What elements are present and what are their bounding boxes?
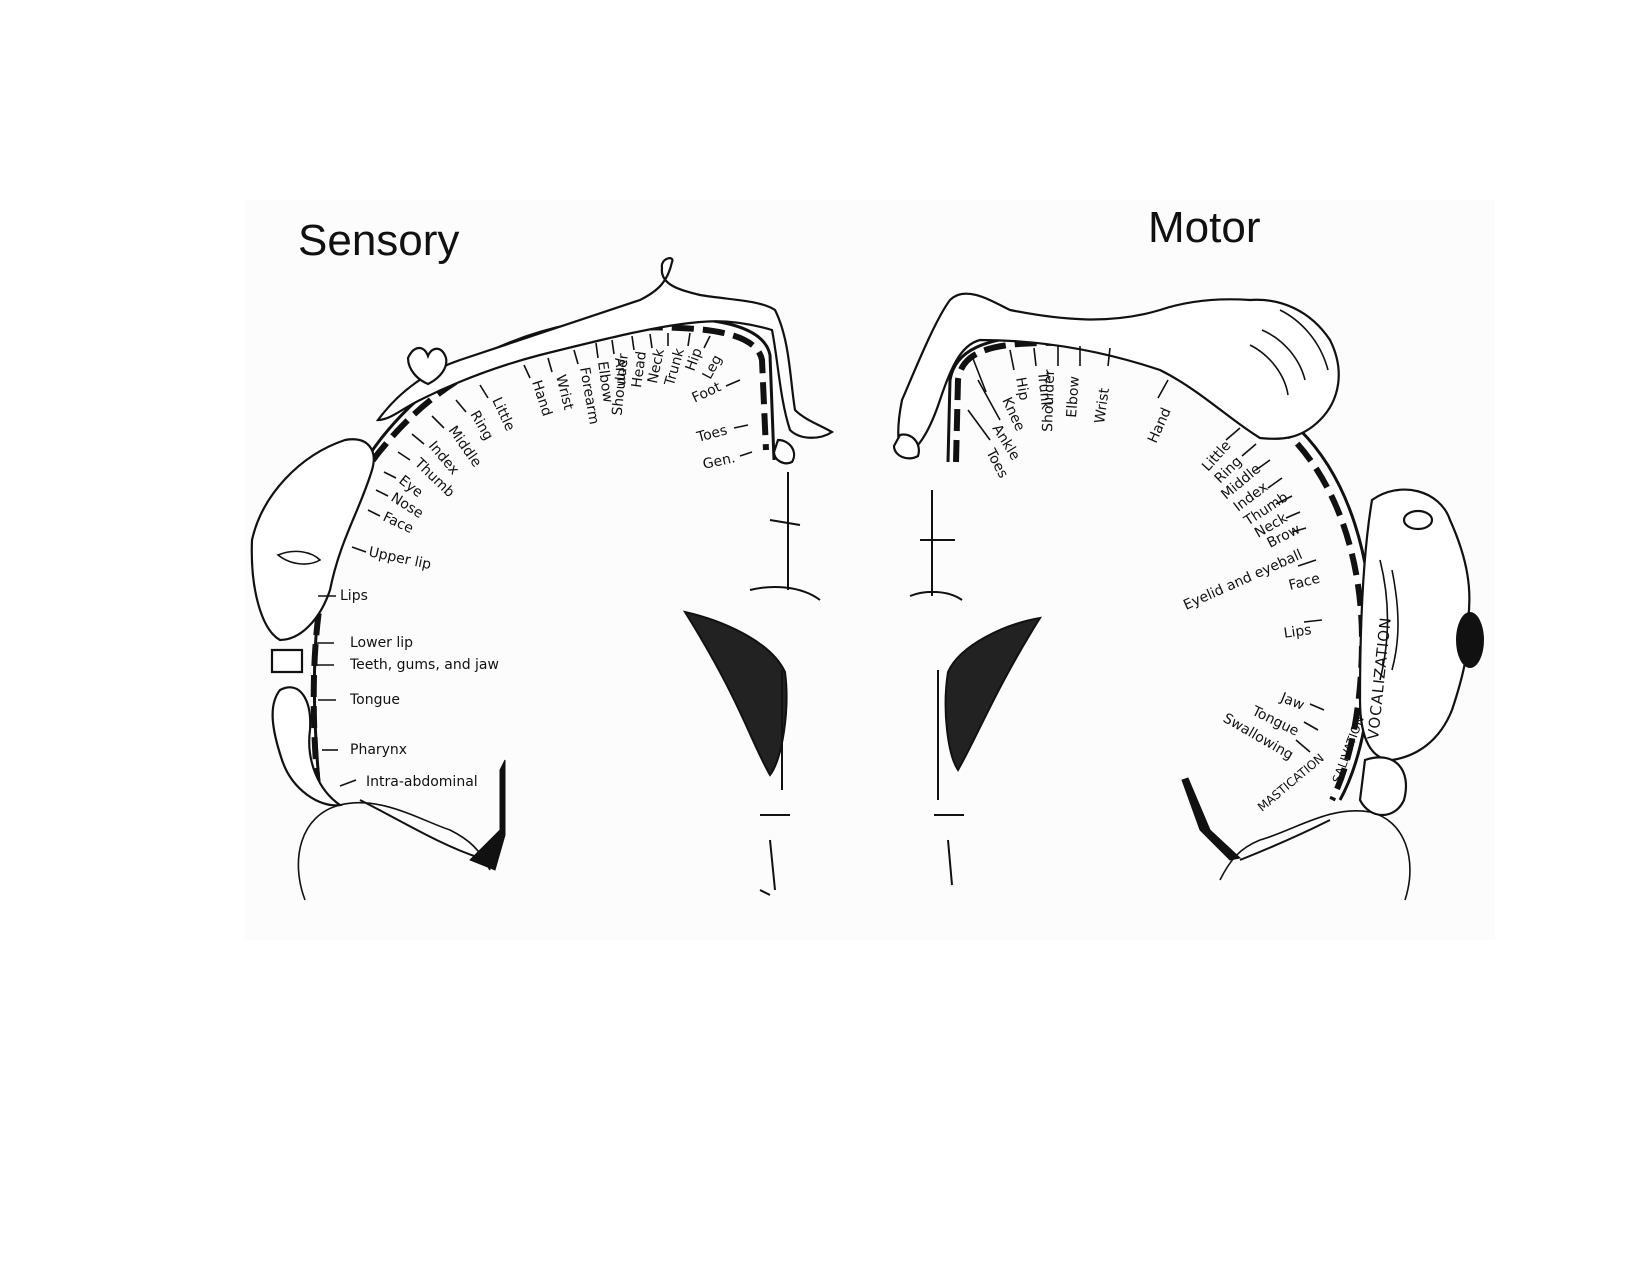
sensory-label-teeth-gums-jaw: Teeth, gums, and jaw — [349, 657, 499, 673]
motor-label-elbow: Elbow — [1064, 376, 1083, 419]
motor-homunculus-mouth — [1456, 612, 1484, 668]
sensory-title: Sensory — [298, 216, 459, 265]
sensory-label-pharynx: Pharynx — [350, 742, 407, 758]
motor-label-shoulder: Shoulder — [1040, 369, 1058, 432]
motor-homunculus-eye — [1404, 511, 1432, 529]
motor-homunculus-throat — [1360, 757, 1406, 815]
sensory-label-intra-abdominal: Intra-abdominal — [366, 774, 478, 790]
sensory-homunculus-teeth — [272, 650, 302, 672]
sensory-label-tongue: Tongue — [349, 692, 400, 708]
sensory-label-lower-lip: Lower lip — [350, 635, 413, 651]
sensory-label-lips: Lips — [340, 588, 368, 604]
figure-panel — [245, 200, 1495, 940]
motor-title: Motor — [1148, 203, 1260, 252]
